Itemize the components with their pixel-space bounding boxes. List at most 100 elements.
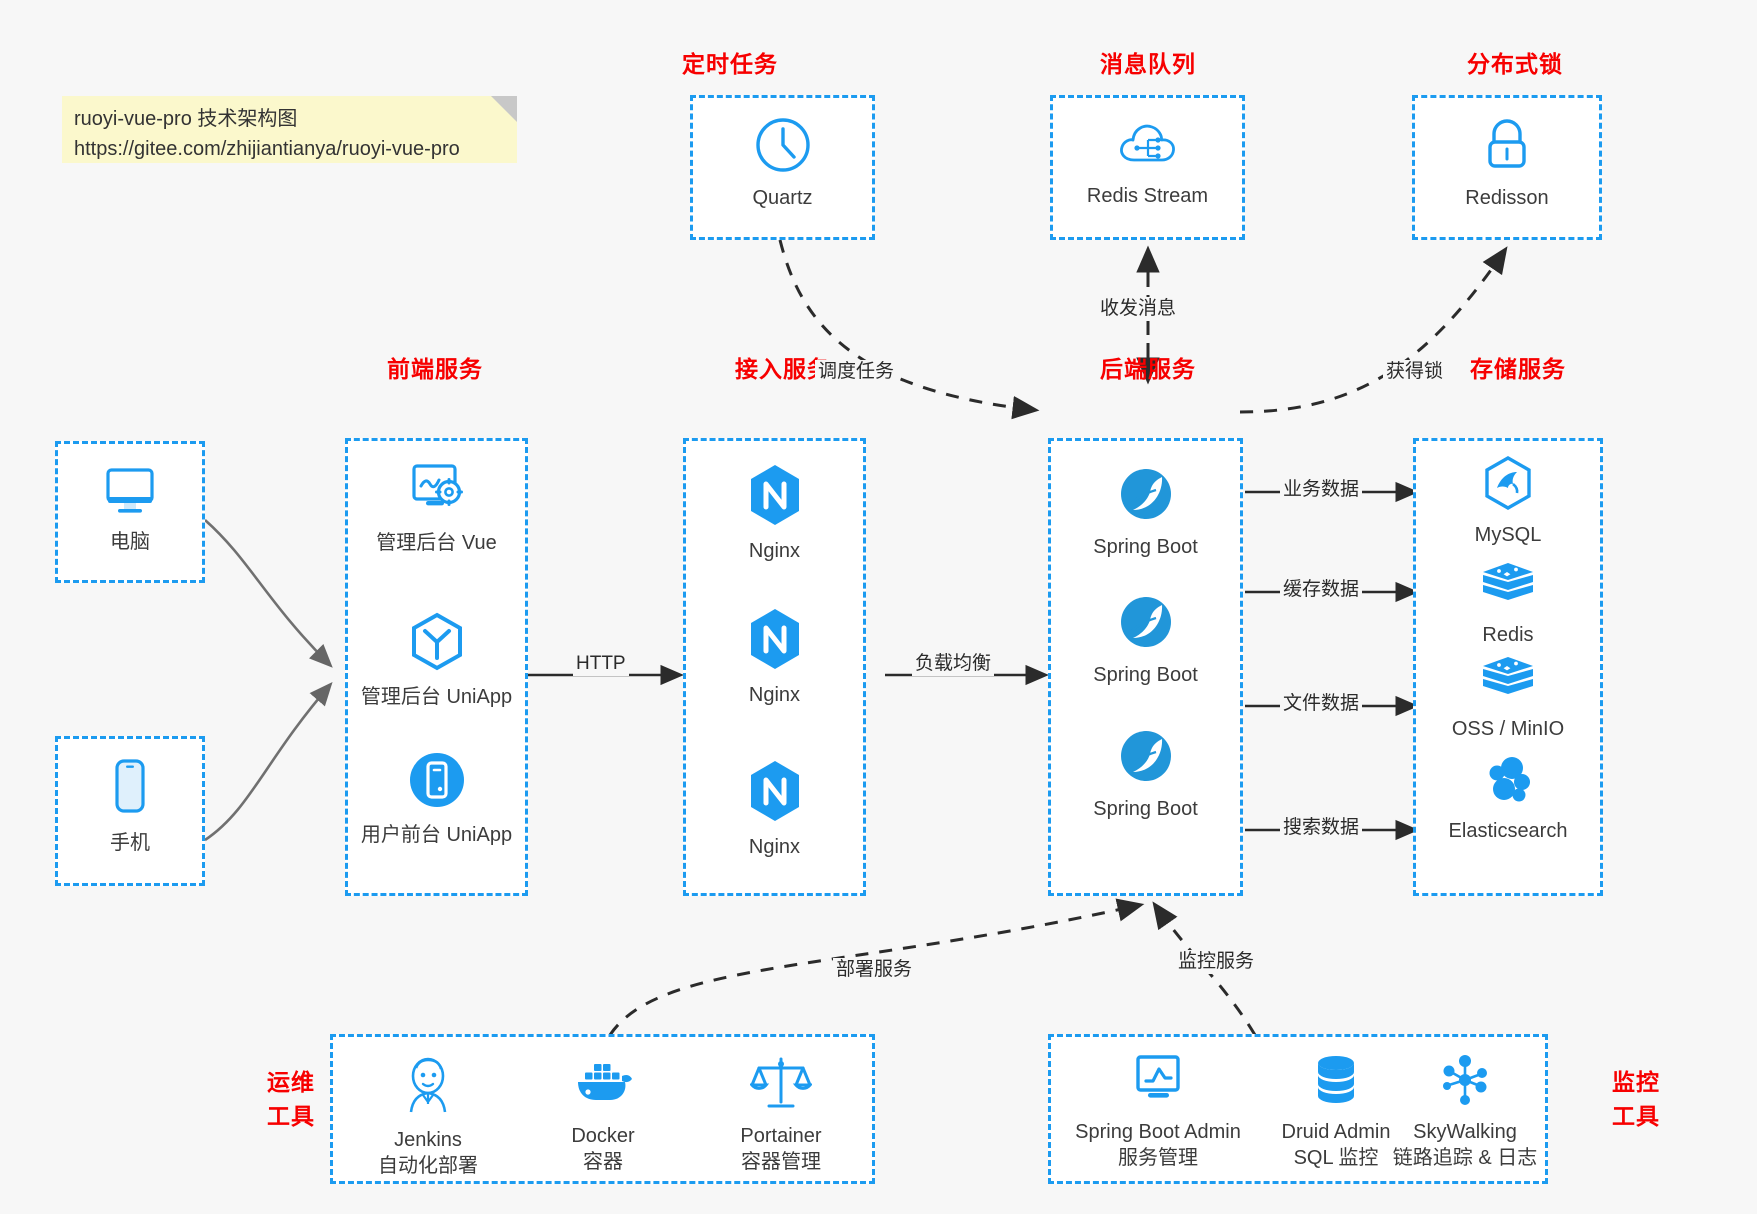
edge-label-send-receive-message: 收发消息 [1097,297,1180,321]
node-sublabel: 容器 [583,1151,623,1173]
node-sublabel: 服务管理 [1118,1147,1198,1169]
storage-group-box[interactable]: MySQL Redis [1413,438,1603,896]
group-title-lock: 分布式锁 [1467,51,1563,77]
elasticsearch-icon [1480,753,1536,812]
note-fold-corner [491,96,517,122]
group-title-storage: 存储服务 [1470,356,1566,382]
group-title-devops-line1: 运维 [267,1069,315,1095]
mq-group-box[interactable]: Redis Stream [1050,95,1245,240]
node-redisson[interactable]: Redisson [1415,116,1599,211]
node-label: Docker [571,1125,635,1147]
database-stack-icon [1310,1052,1362,1113]
edge-label-file-data: 文件数据 [1280,692,1363,716]
node-label: Druid Admin [1281,1121,1391,1143]
mobile-phone-icon [108,757,152,824]
group-title-monitor-line1: 监控 [1612,1069,1660,1095]
spring-boot-icon [1117,465,1175,528]
group-title-backend: 后端服务 [1100,356,1196,382]
group-title-devops: 运维 工具 [255,1065,327,1133]
node-mobile[interactable]: 手机 [58,757,202,856]
node-quartz[interactable]: Quartz [693,116,872,211]
jenkins-butler-icon [399,1054,457,1121]
hexagon-cube-icon [406,611,468,678]
node-label: Spring Boot Admin [1075,1121,1241,1143]
oss-minio-icon [1479,653,1537,710]
node-label: Nginx [748,540,801,562]
gateway-group-box[interactable]: Nginx Nginx Nginx [683,438,866,896]
spring-boot-icon [1117,727,1175,790]
node-label: MySQL [1474,524,1542,546]
node-sublabel: 自动化部署 [378,1155,478,1177]
nginx-icon [746,607,804,676]
scheduler-group-box[interactable]: Quartz [690,95,875,240]
client-mobile-box[interactable]: 手机 [55,736,205,886]
padlock-icon [1479,116,1535,179]
group-title-monitor-line2: 工具 [1612,1103,1660,1129]
node-label: Spring Boot [1093,664,1198,686]
group-title-frontend: 前端服务 [387,356,483,382]
node-admin-vue[interactable]: 管理后台 Vue [348,461,525,556]
note-url: https://gitee.com/zhijiantianya/ruoyi-vu… [74,138,460,160]
frontend-group-box[interactable]: 管理后台 Vue 管理后台 UniApp 用户前台 UniApp [345,438,528,896]
scales-balance-icon [748,1054,814,1117]
node-spring-boot-3[interactable]: Spring Boot [1051,727,1240,822]
node-label: 电脑 [110,531,150,553]
monitor-chart-icon [1129,1052,1187,1113]
node-docker[interactable]: Docker 容器 [518,1054,688,1175]
nginx-icon [746,463,804,532]
node-spring-boot-2[interactable]: Spring Boot [1051,593,1240,688]
node-spring-boot-1[interactable]: Spring Boot [1051,465,1240,560]
node-admin-uniapp[interactable]: 管理后台 UniApp [348,611,525,710]
node-nginx-3[interactable]: Nginx [686,759,863,860]
node-label: Spring Boot [1093,798,1198,820]
desktop-monitor-icon [101,464,159,523]
node-druid-admin[interactable]: Druid Admin SQL 监控 [1256,1052,1416,1171]
node-sublabel: 链路追踪 & 日志 [1392,1147,1538,1169]
group-title-mq: 消息队列 [1100,51,1196,77]
node-oss-minio[interactable]: OSS / MinIO [1416,653,1600,742]
node-redis[interactable]: Redis [1416,559,1600,648]
node-label: Elasticsearch [1448,820,1568,842]
node-label: Nginx [748,836,801,858]
monitor-gear-icon [406,461,468,524]
note-title: ruoyi-vue-pro 技术架构图 [74,108,298,130]
mysql-icon [1480,455,1536,516]
sticky-note: ruoyi-vue-pro 技术架构图 https://gitee.com/zh… [62,96,517,163]
node-spring-boot-admin[interactable]: Spring Boot Admin 服务管理 [1053,1052,1263,1171]
group-title-scheduler: 定时任务 [682,51,778,77]
docker-whale-icon [572,1054,634,1117]
group-title-devops-line2: 工具 [267,1103,315,1129]
edge-label-monitor-service: 监控服务 [1175,950,1258,974]
node-jenkins[interactable]: Jenkins 自动化部署 [343,1054,513,1179]
node-redis-stream[interactable]: Redis Stream [1053,116,1242,209]
node-label: Redis [1482,624,1534,646]
edge-label-deploy-service: 部署服务 [833,958,916,982]
node-sublabel: SQL 监控 [1293,1147,1379,1169]
node-label: Quartz [752,187,813,209]
edge-label-http: HTTP [573,652,629,676]
node-portainer[interactable]: Portainer 容器管理 [691,1054,871,1175]
edge-label-search-data: 搜索数据 [1280,816,1363,840]
node-label: 管理后台 UniApp [360,686,513,708]
edge-label-acquire-lock: 获得锁 [1383,360,1447,384]
monitor-group-box[interactable]: Spring Boot Admin 服务管理 Druid Admin SQL 监… [1048,1034,1548,1184]
edge-label-schedule-task: 调度任务 [815,360,898,384]
node-label: Redis Stream [1086,185,1209,207]
edge-label-business-data: 业务数据 [1280,478,1363,502]
phone-circle-icon [406,749,468,816]
node-skywalking[interactable]: SkyWalking 链路追踪 & 日志 [1381,1052,1549,1171]
node-label: OSS / MinIO [1451,718,1565,740]
node-nginx-2[interactable]: Nginx [686,607,863,708]
backend-group-box[interactable]: Spring Boot Spring Boot Spring Boot [1048,438,1243,896]
node-mysql[interactable]: MySQL [1416,455,1600,548]
node-elasticsearch[interactable]: Elasticsearch [1416,753,1600,844]
client-desktop-box[interactable]: 电脑 [55,441,205,583]
node-desktop[interactable]: 电脑 [58,464,202,555]
lock-group-box[interactable]: Redisson [1412,95,1602,240]
node-user-uniapp[interactable]: 用户前台 UniApp [348,749,525,848]
edge-label-cache-data: 缓存数据 [1280,578,1363,602]
node-nginx-1[interactable]: Nginx [686,463,863,564]
devops-group-box[interactable]: Jenkins 自动化部署 [330,1034,875,1184]
redis-icon [1479,559,1537,616]
